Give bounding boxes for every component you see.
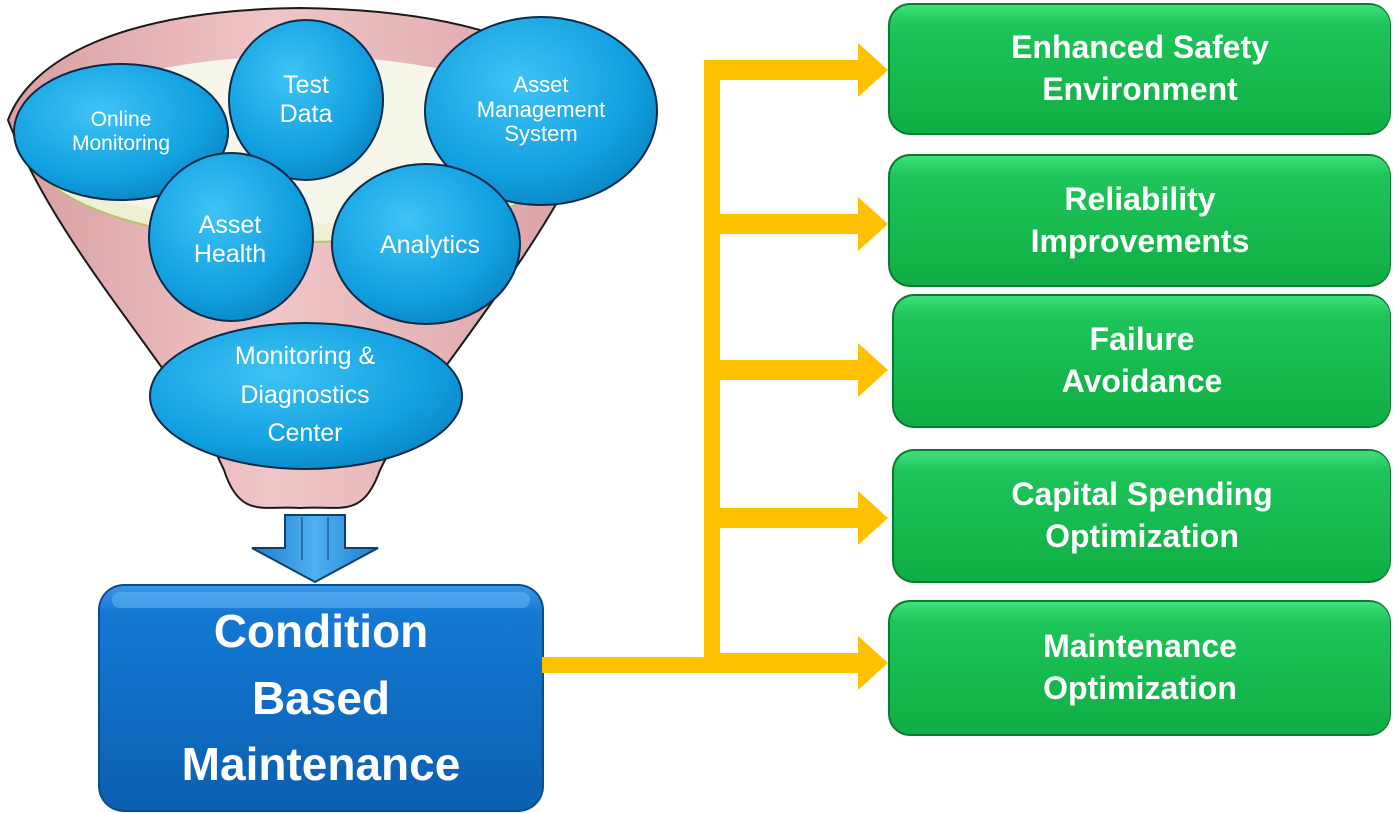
- outcome-capital-spending-label: Capital Spending Optimization: [1011, 476, 1273, 554]
- down-arrow: [251, 514, 379, 584]
- bubble-analytics-label: Analytics: [379, 230, 481, 259]
- bubble-test-data: [228, 19, 384, 181]
- connector-arrow-1: [704, 43, 888, 97]
- connector-arrow-4: [712, 491, 888, 545]
- connector-from-cbm: [542, 657, 712, 673]
- connector-arrow-5: [712, 636, 888, 690]
- bubble-analytics: [331, 163, 521, 325]
- outcome-reliability-label: Reliability Improvements: [1030, 180, 1250, 259]
- bubble-monitoring-diagnostics-label: Monitoring & Diagnostics Center: [234, 341, 376, 448]
- outcome-maintenance-optimization-label: Maintenance Optimization: [1043, 628, 1237, 706]
- outcome-enhanced-safety-label: Enhanced Safety Environment: [1011, 29, 1269, 107]
- outcome-failure-avoidance-label: Failure Avoidance: [1061, 321, 1223, 399]
- input-bubbles: [13, 16, 658, 470]
- connectors: [542, 43, 888, 690]
- bubble-online-monitoring: [13, 63, 229, 201]
- bubble-asset-health-label: Asset Health: [193, 211, 267, 268]
- bubble-online-monitoring-label: Online Monitoring: [71, 107, 171, 155]
- bubble-asset-management: [424, 16, 658, 206]
- cbm-box: [98, 584, 544, 812]
- connector-arrow-3: [712, 343, 888, 397]
- bubble-test-data-label: Test Data: [279, 71, 333, 128]
- cbm-label: Condition Based Maintenance: [181, 604, 461, 791]
- bubble-asset-health: [148, 152, 314, 322]
- connector-arrow-2: [712, 197, 888, 251]
- outcome-boxes: [888, 3, 1391, 736]
- bubble-asset-management-label: Asset Management System: [476, 72, 606, 147]
- bubble-monitoring-diagnostics: [149, 322, 463, 470]
